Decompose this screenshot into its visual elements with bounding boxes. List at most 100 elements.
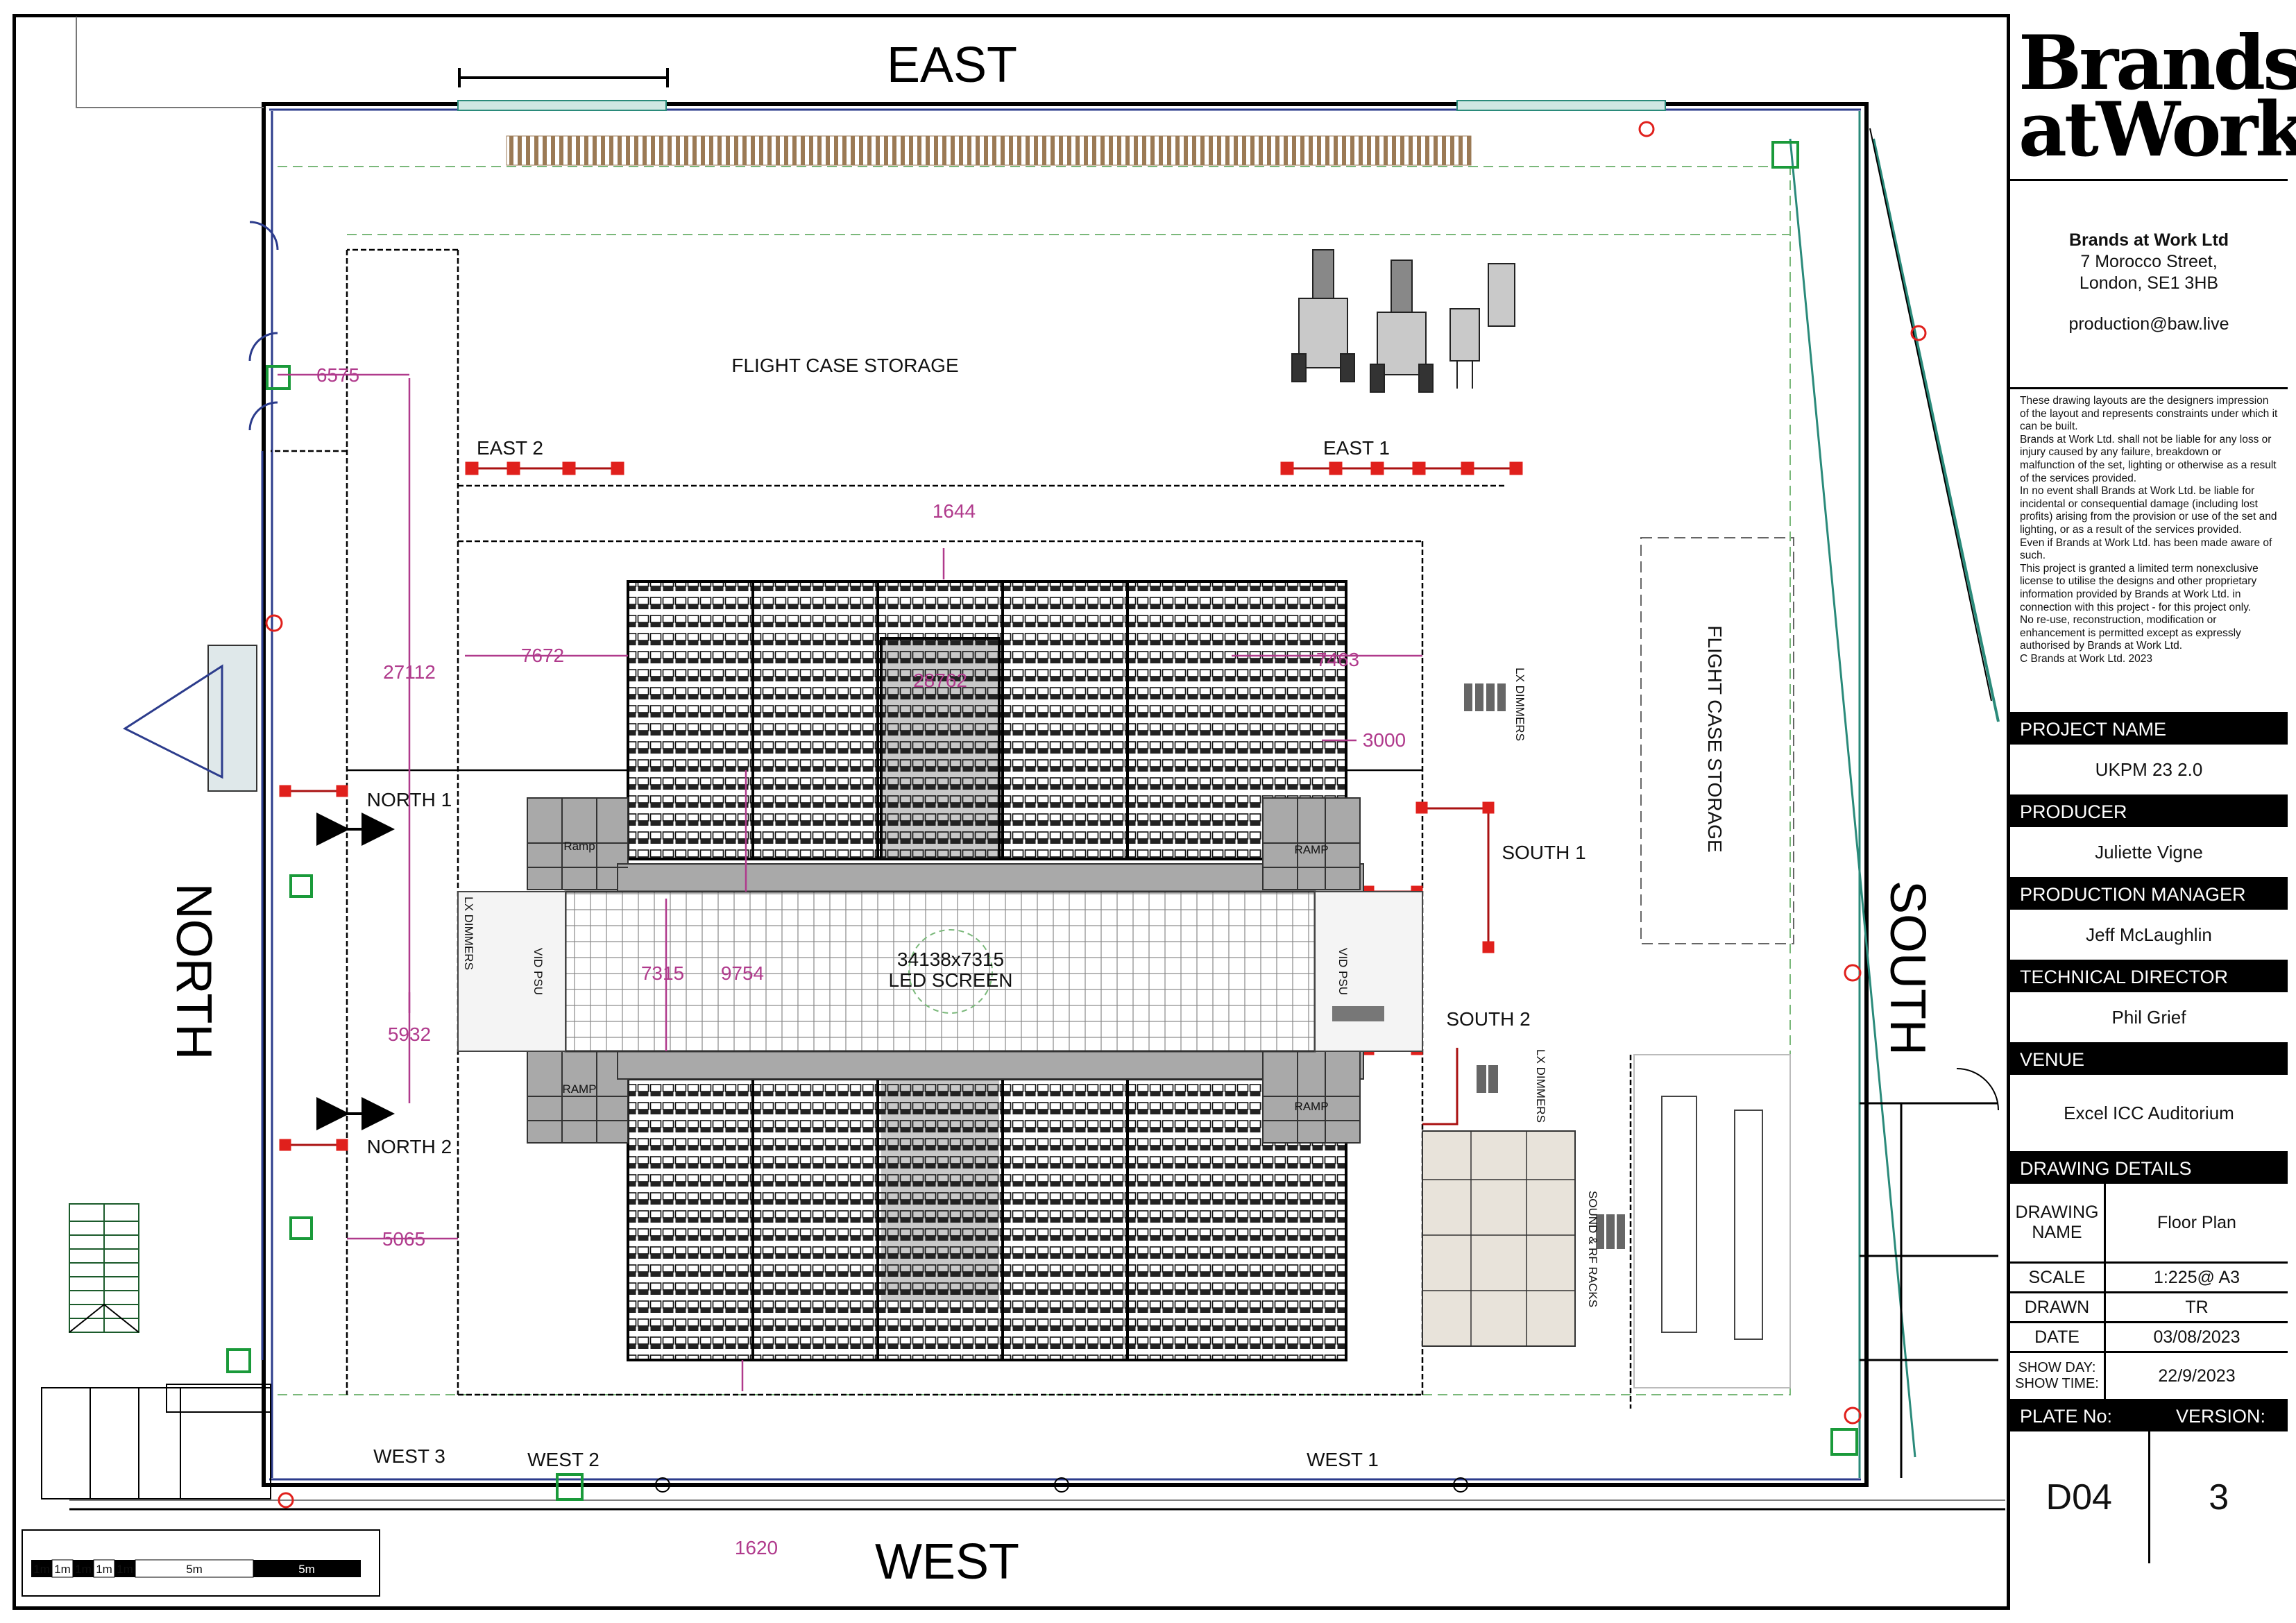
title-block: Brands atWork Brands at Work Ltd 7 Moroc…: [2007, 14, 2296, 1610]
drawing-name-key: DRAWING NAME: [2010, 1184, 2106, 1264]
scale-bar: 1m 1m 1m 1m 1m 5m 5m: [22, 1529, 380, 1597]
date-key: DATE: [2010, 1323, 2106, 1353]
dimension-lines: [278, 373, 1422, 1391]
seating-blocks-east: [627, 580, 1347, 860]
drawing-name-value: Floor Plan: [2106, 1184, 2288, 1264]
area-south-1: SOUTH 1: [1502, 842, 1585, 863]
south-rooms: [1860, 1068, 1999, 1478]
disclaimer-line: C Brands at Work Ltd. 2023: [2020, 652, 2152, 665]
plate-number: D04: [2046, 1477, 2112, 1518]
exit-markers: [226, 141, 1858, 1501]
lx-dimmer-racks: [1464, 683, 1625, 1249]
dimension-label: 7672: [521, 645, 564, 666]
version-number: 3: [2148, 1431, 2288, 1563]
column-markers: [655, 1477, 1468, 1493]
vid-psu-left-area: [457, 891, 566, 1052]
ramp-label: RAMP: [562, 1082, 596, 1096]
show-key: SHOW DAY: SHOW TIME:: [2010, 1353, 2106, 1399]
disclaimer-line: No re-use, reconstruction, modification …: [2020, 614, 2241, 652]
dimension-label: 27112: [383, 661, 436, 683]
area-east-1: EAST 1: [1323, 437, 1390, 459]
stage-platforms: [527, 797, 1364, 1144]
dimension-label: 1620: [735, 1537, 778, 1558]
company-name: Brands at Work Ltd: [2068, 230, 2229, 250]
scale-bar-label: 1m: [54, 1563, 71, 1576]
scale-value: 1:225@ A3: [2106, 1264, 2288, 1293]
red-markers: [265, 121, 1927, 1509]
area-east-2: EAST 2: [477, 437, 543, 459]
venue-name: Excel ICC Auditorium: [2010, 1075, 2288, 1153]
producer-name: Juliette Vigne: [2010, 827, 2288, 879]
disclaimer: These drawing layouts are the designers …: [2010, 389, 2288, 714]
drawing-details-grid: DRAWING NAME Floor Plan SCALE 1:225@ A3 …: [2010, 1184, 2288, 1401]
flight-case-storage-right-area: [1640, 537, 1794, 944]
drawing-details-header: DRAWING DETAILS: [2010, 1153, 2288, 1184]
ramp-label: RAMP: [1294, 1100, 1328, 1113]
show-value: 22/9/2023: [2158, 1366, 2236, 1386]
producer-header: PRODUCER: [2010, 797, 2288, 827]
version-key: VERSION:: [2175, 1406, 2266, 1427]
dimension-label: 5932: [388, 1023, 431, 1045]
plate-values: D04 3: [2010, 1431, 2288, 1563]
vid-psu-right-area: [1314, 891, 1423, 1052]
drawn-value: TR: [2106, 1293, 2288, 1323]
flight-case-storage-right-label: FLIGHT CASE STORAGE: [1704, 625, 1726, 852]
direction-north: NORTH: [166, 883, 221, 1060]
led-screen-size: 34138x7315: [897, 949, 1004, 970]
scale-bar-label: 1m: [75, 1563, 92, 1576]
exit-arrows: [316, 813, 395, 1130]
area-north-1: NORTH 1: [367, 789, 452, 810]
production-manager-name: Jeff McLaughlin: [2010, 910, 2288, 962]
scale-key: SCALE: [2010, 1264, 2106, 1293]
area-west-1: WEST 1: [1307, 1449, 1379, 1470]
plate-header: PLATE No: VERSION:: [2010, 1401, 2288, 1431]
disclaimer-line: These drawing layouts are the designers …: [2020, 395, 2278, 433]
east-wall-features: [457, 68, 1666, 166]
scale-bar-label: 5m: [298, 1563, 315, 1576]
company-address-1: 7 Morocco Street,: [2080, 252, 2218, 271]
venue-header: VENUE: [2010, 1044, 2288, 1075]
venue-walls: [69, 17, 2005, 1511]
direction-south: SOUTH: [1880, 881, 1935, 1055]
area-north-2: NORTH 2: [367, 1136, 452, 1157]
company-info: Brands at Work Ltd 7 Morocco Street, Lon…: [2010, 181, 2288, 389]
led-screen: [564, 890, 1316, 1053]
lx-dimmers-label: LX DIMMERS: [1513, 668, 1527, 741]
dimension-label: 7463: [1316, 649, 1359, 670]
area-west-2: WEST 2: [527, 1449, 599, 1470]
dimension-label: 7315: [641, 962, 684, 984]
direction-east: EAST: [887, 37, 1017, 93]
stairs: [69, 1203, 139, 1333]
area-west-3: WEST 3: [373, 1445, 445, 1467]
technical-director-header: TECHNICAL DIRECTOR: [2010, 962, 2288, 992]
dimension-label: 1644: [933, 500, 976, 522]
vehicles: [1291, 249, 1515, 393]
direction-west: WEST: [875, 1534, 1019, 1590]
dimension-label: 28762: [913, 670, 967, 691]
production-offices: [1633, 1054, 1791, 1388]
sound-rf-racks-label: SOUND & RF RACKS: [1586, 1191, 1599, 1307]
production-manager-header: PRODUCTION MANAGER: [2010, 879, 2288, 910]
plate-key: PLATE No:: [2020, 1406, 2113, 1427]
company-email: production@baw.live: [2068, 314, 2229, 334]
logo-line-2: atWork: [2018, 86, 2296, 173]
vid-psu-label: VID PSU: [1336, 948, 1350, 995]
vid-psu-label: VID PSU: [532, 948, 545, 995]
flight-case-storage-label: FLIGHT CASE STORAGE: [731, 355, 958, 376]
disclaimer-line: Brands at Work Ltd. shall not be liable …: [2020, 433, 2277, 484]
dimension-label: 6575: [316, 364, 359, 386]
ramp-label: RAMP: [1294, 843, 1328, 856]
seating-blocks-west: [627, 1078, 1347, 1361]
drawn-key: DRAWN: [2010, 1293, 2106, 1323]
brand-logo: Brands atWork: [2010, 14, 2296, 181]
control-platform: [1422, 1130, 1576, 1347]
technical-director-name: Phil Grief: [2010, 992, 2288, 1044]
project-name: UKPM 23 2.0: [2010, 745, 2288, 797]
area-south-2: SOUTH 2: [1446, 1008, 1530, 1030]
vid-psu-racks: [1332, 1006, 1384, 1021]
lx-dimmers-label: LX DIMMERS: [1534, 1049, 1547, 1123]
dimension-label: 5065: [382, 1228, 425, 1250]
project-name-header: PROJECT NAME: [2010, 714, 2288, 745]
floor-plan: 1m 1m 1m 1m 1m 5m 5m EAST WEST NORTH SOU…: [22, 17, 2005, 1597]
toilets-block: [41, 1384, 271, 1499]
